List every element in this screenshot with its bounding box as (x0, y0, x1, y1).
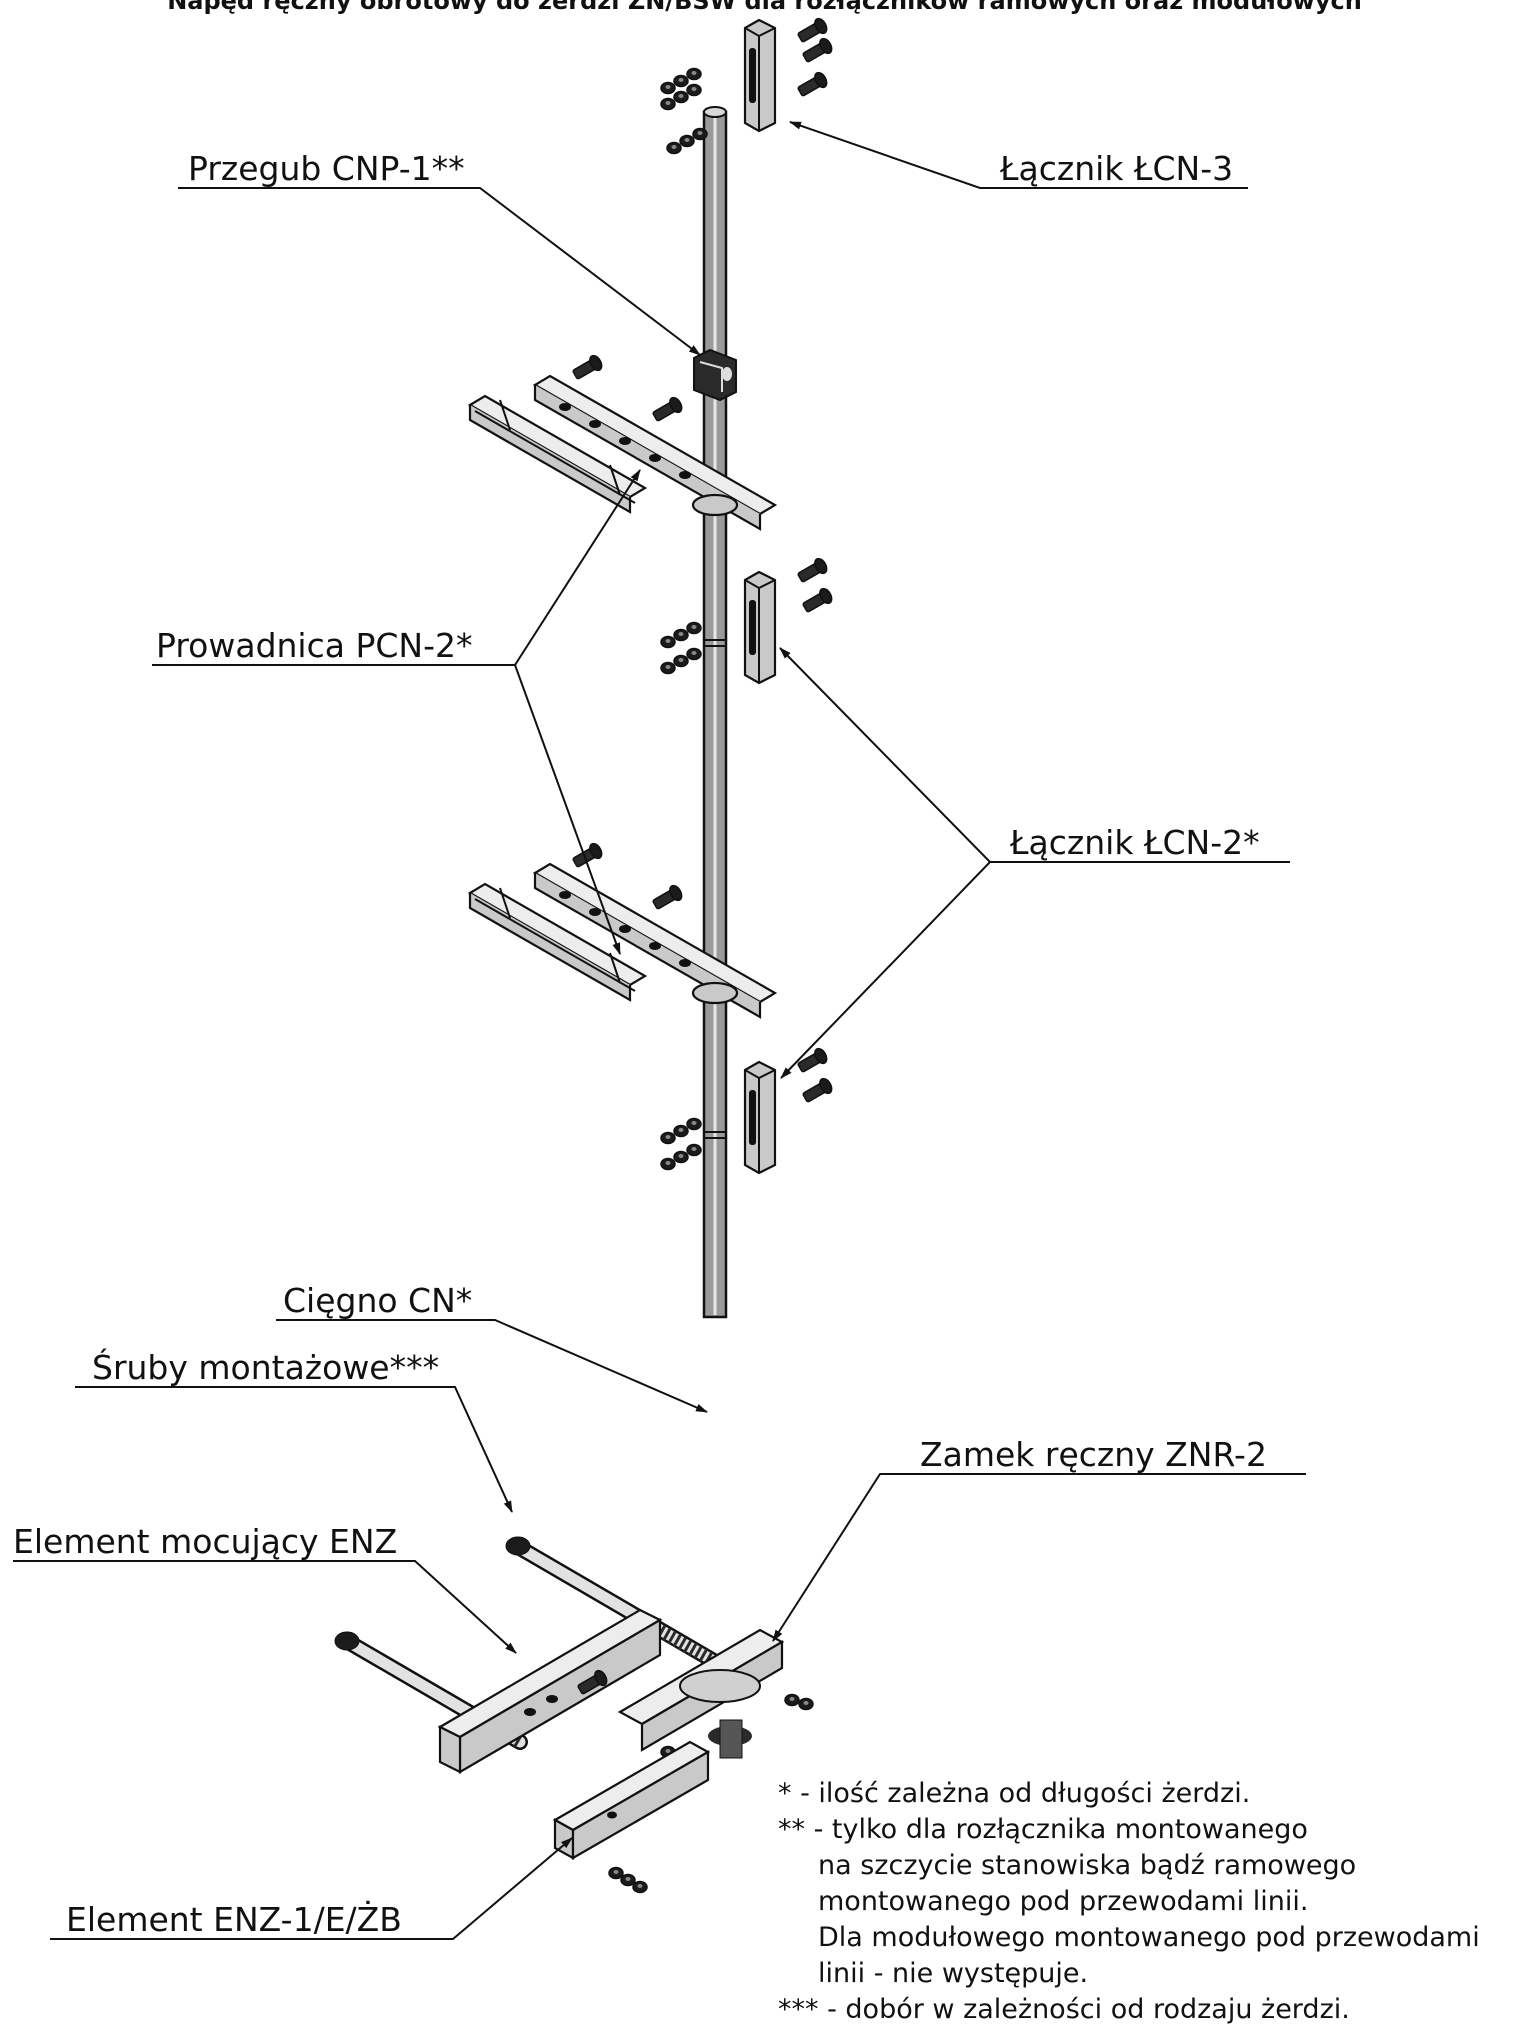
label-enz1: Element ENZ-1/E/ŻB (66, 1900, 402, 1939)
drawing-title: Napęd ręczny obrotowy do żerdzi ŻN/BSW d… (167, 0, 1362, 15)
lock-znr2 (575, 1628, 814, 1759)
nuts-lcn2-upper (660, 621, 702, 675)
bolts-lcn2-upper (795, 555, 835, 616)
nuts-lcn3 (660, 67, 708, 155)
label-enz: Element mocujący ENZ (13, 1522, 398, 1561)
nuts-lcn2-lower (660, 1117, 702, 1171)
label-sruby: Śruby montażowe*** (92, 1348, 440, 1387)
label-cn: Cięgno CN* (283, 1281, 473, 1320)
connector-lcn2-upper (743, 570, 777, 685)
label-lcn2: Łącznik ŁCN-2* (1010, 823, 1260, 862)
note-2-line-3: montowanego pod przewodami linii. (818, 1886, 1309, 1917)
bolts-lcn3 (795, 15, 835, 100)
label-cnp1: Przegub CNP-1** (188, 149, 465, 188)
note-2: ** - tylko dla rozłącznika montowanego (778, 1814, 1308, 1845)
note-3: *** - dobór w zależności od rodzaju żerd… (778, 1994, 1350, 2025)
note-2-line-2: na szczycie stanowiska bądź ramowego (818, 1850, 1357, 1881)
element-enz1 (552, 1740, 711, 1894)
label-lcn3: Łącznik ŁCN-3 (1000, 149, 1234, 188)
note-1: * - ilość zależna od długości żerdzi. (778, 1778, 1251, 1809)
note-2-line-4: Dla modułowego montowanego pod przewodam… (818, 1922, 1480, 1953)
label-pcn2: Prowadnica PCN-2* (156, 626, 473, 665)
note-2-line-5: linii - nie występuje. (818, 1958, 1089, 1989)
connector-lcn2-lower (743, 1060, 777, 1175)
footnotes: * - ilość zależna od długości żerdzi. **… (778, 1776, 1480, 2028)
leader-lines (13, 121, 1306, 1940)
label-znr2: Zamek ręczny ZNR-2 (920, 1435, 1267, 1474)
guide-pcn2-lower (470, 842, 775, 1017)
mounting-element-enz (437, 1608, 663, 1774)
joint-cnp1 (693, 348, 737, 402)
connector-lcn3 (743, 18, 777, 133)
rod-cn (702, 106, 728, 1319)
